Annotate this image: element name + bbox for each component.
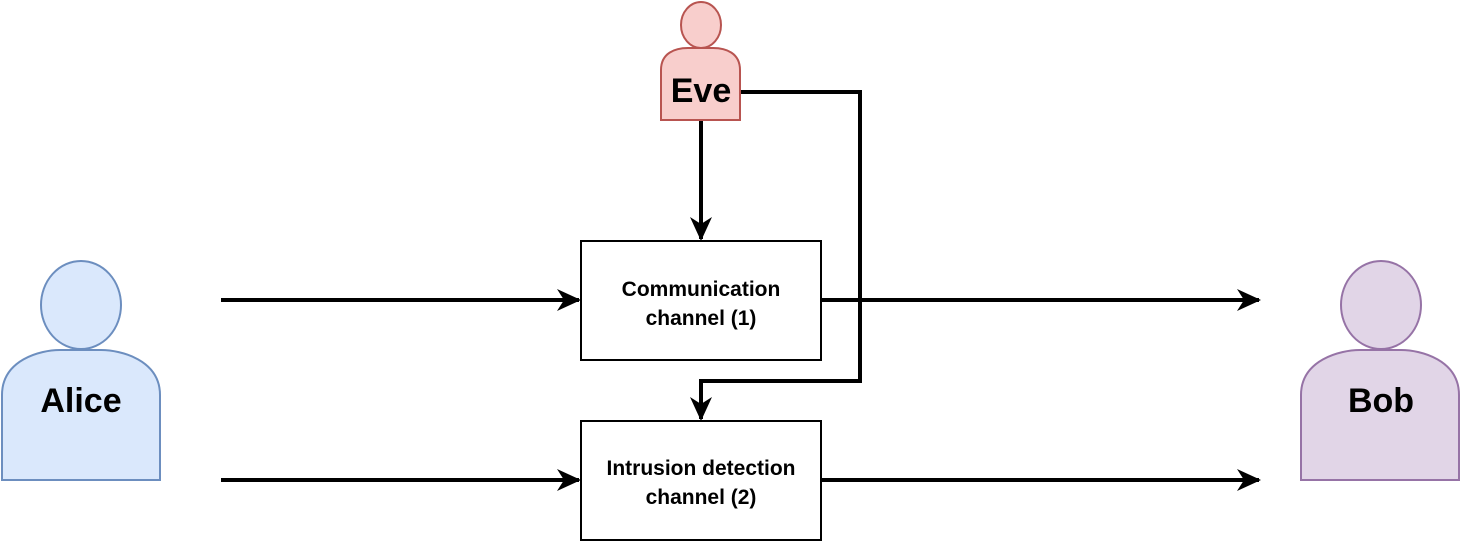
intrusion-detection-channel-label-line1: Intrusion detection [607,457,796,480]
bob-actor: Bob [1300,260,1460,481]
eve-actor: Eve [660,1,741,121]
alice-actor: Alice [1,260,161,481]
communication-channel-label-line1: Communication [622,278,781,301]
eve-label: Eve [671,72,732,110]
eve-body [660,47,741,121]
alice-head [40,260,122,350]
intrusion-detection-channel-rect [580,420,822,541]
bob-label: Bob [1348,382,1414,420]
alice-body [1,349,161,481]
intrusion-detection-channel-box: Intrusion detection channel (2) [580,420,822,541]
communication-channel-rect [580,240,822,361]
communication-channel-box: Communication channel (1) [580,240,822,361]
bob-body [1300,349,1460,481]
alice-label: Alice [40,382,121,420]
eve-head [680,1,722,49]
bob-head [1340,260,1422,350]
intrusion-detection-channel-label-line2: channel (2) [646,486,757,509]
communication-channel-label-line2: channel (1) [646,307,757,330]
edge-eve-to-intrusion-channel [690,90,862,421]
